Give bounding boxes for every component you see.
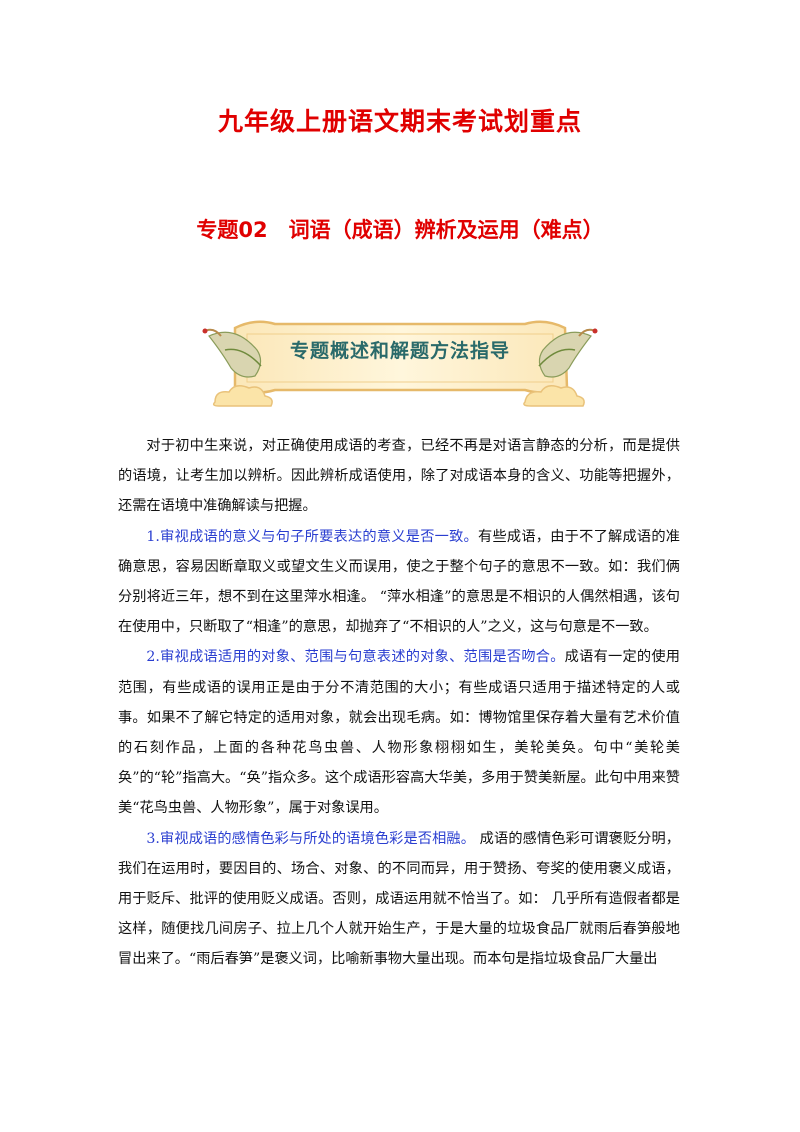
point-heading-3: 3.审视成语的感情色彩与所处的语境色彩是否相融。 [146, 830, 476, 847]
point-paragraph-1: 1.审视成语的意义与句子所要表达的意义是否一致。有些成语，由于不了解成语的准确意… [118, 522, 680, 643]
cloud-icon [212, 385, 585, 407]
point-paragraph-3: 3.审视成语的感情色彩与所处的语境色彩是否相融。 成语的感情色彩可谓褒贬分明，我… [118, 824, 680, 975]
point-text-2: 成语有一定的使用范围，有些成语的误用正是由于分不清范围的大小；有些成语只适用于描… [118, 649, 680, 817]
point-text-1: 有些成语，由于不了解成语的准确意思，容易因断章取义或望文生义而误用，使之于整个句… [118, 528, 680, 636]
intro-paragraph: 对于初中生来说，对正确使用成语的考查，已经不再是对语言静态的分析，而是提供的语境… [118, 438, 680, 515]
scroll-banner-icon [202, 320, 598, 407]
point-text-3: 成语的感情色彩可谓褒贬分明，我们在运用时，要因目的、场合、对象、的不同而异，用于… [118, 830, 680, 968]
section-banner: 专题概述和解题方法指导 [195, 306, 605, 411]
crane-left-icon [202, 328, 262, 378]
point-heading-2: 2.审视成语适用的对象、范围与句意表述的对象、范围是否吻合。 [146, 649, 565, 666]
page-title: 九年级上册语文期末考试划重点 [217, 107, 582, 136]
point-paragraph-2: 2.审视成语适用的对象、范围与句意表述的对象、范围是否吻合。成语有一定的使用范围… [118, 642, 680, 823]
banner-label: 专题概述和解题方法指导 [289, 340, 510, 362]
topic-title: 专题02 词语（成语）辨析及运用（难点） [196, 218, 604, 242]
article-body: 对于初中生来说，对正确使用成语的考查，已经不再是对语言静态的分析，而是提供的语境… [118, 431, 680, 975]
crane-right-icon [538, 328, 598, 378]
point-heading-1: 1.审视成语的意义与句子所要表达的意义是否一致。 [146, 528, 478, 545]
